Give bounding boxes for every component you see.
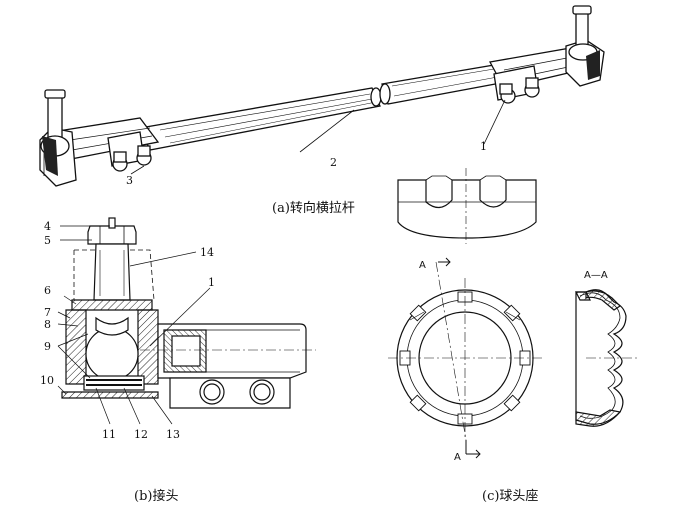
tie-rod-tube-right [379,63,507,105]
tie-rod-tube-left [139,87,382,151]
label-4: 4 [44,220,51,233]
label-14: 14 [200,246,214,259]
label-1-b: 1 [208,276,215,289]
ball-seat-top-view [388,257,545,459]
label-2: 2 [330,156,337,169]
section-marker-bottom: A [454,452,461,463]
ball-seat-section-view [575,289,640,427]
left-joint-head [39,89,160,187]
joint-section-figure [57,217,316,425]
ball-seat-figure [388,168,640,459]
label-9: 9 [44,340,51,353]
caption-c: (c)球头座 [482,489,538,504]
caption-b: (b)接头 [134,488,178,504]
label-3: 3 [126,174,133,187]
label-10: 10 [40,374,54,387]
label-12: 12 [134,428,148,441]
tie-rod-assembly-figure [39,5,605,187]
ball-seat-side-view [397,168,537,244]
label-7: 7 [44,306,51,319]
section-label: A—A [584,270,608,281]
label-11: 11 [102,428,116,441]
label-1-a: 1 [480,140,487,153]
caption-a: (a)转向横拉杆 [272,200,355,216]
label-6: 6 [44,284,51,297]
label-5: 5 [44,234,51,247]
section-marker-top: A [419,260,426,271]
left-clamp [107,131,152,172]
right-clamp [493,65,540,104]
label-13: 13 [166,428,180,441]
label-8: 8 [44,318,51,331]
